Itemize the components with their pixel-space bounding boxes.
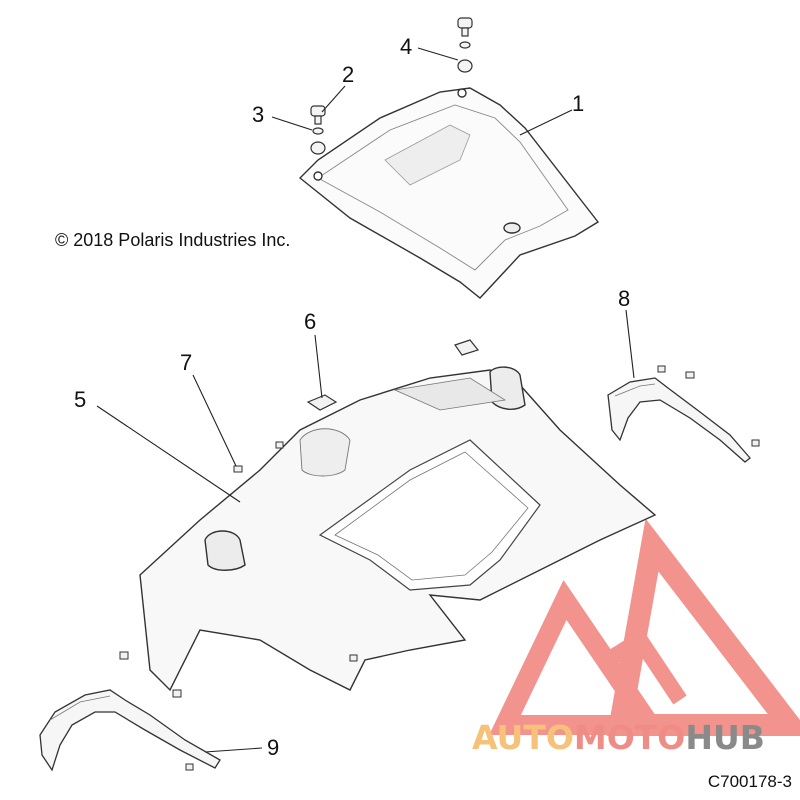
figure-number: C700178-3 <box>707 772 792 791</box>
small-screws <box>98 365 760 771</box>
watermark-text: AUTOMOTOHUB <box>472 718 765 757</box>
front-cab <box>139 366 657 692</box>
callout-2: 2 <box>342 62 355 87</box>
watermark-auto: AUTO <box>472 718 574 757</box>
trim-insert <box>306 339 480 411</box>
watermark-logo <box>489 518 800 736</box>
right-fender-flare <box>607 377 751 463</box>
callout-1: 1 <box>572 91 585 116</box>
left-fender-flare <box>39 689 221 772</box>
callout-5: 5 <box>74 387 87 412</box>
leader-lines <box>96 47 635 753</box>
callout-7: 7 <box>180 350 193 375</box>
watermark-moto: MOTO <box>573 718 686 757</box>
hardware-group-top <box>310 17 473 155</box>
callout-8: 8 <box>618 286 631 311</box>
callout-9: 9 <box>267 735 280 760</box>
hood-panel <box>298 87 600 299</box>
callout-4: 4 <box>400 34 413 59</box>
copyright-notice: © 2018 Polaris Industries Inc. <box>55 230 291 250</box>
callout-3: 3 <box>252 102 265 127</box>
watermark-hub: HUB <box>685 718 765 757</box>
callout-6: 6 <box>304 309 317 334</box>
